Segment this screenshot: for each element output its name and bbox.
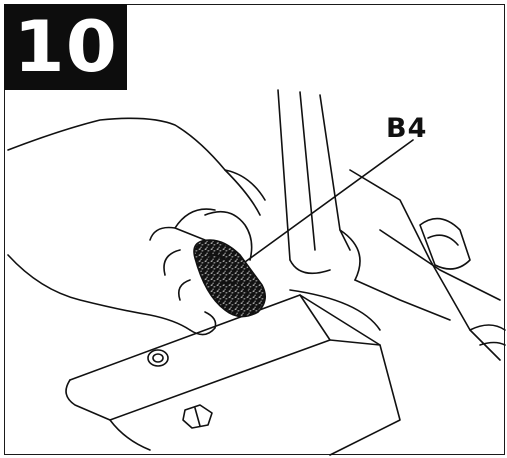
callout-leader-line [244, 139, 414, 263]
bolt-fittings [147, 349, 213, 429]
part-b4 [193, 239, 266, 318]
frame-bar [65, 289, 401, 456]
callout-label: B4 [386, 113, 428, 144]
step-number: 10 [13, 6, 118, 88]
hand [7, 117, 266, 336]
step-number-badge: 10 [4, 4, 127, 90]
side-knob [419, 217, 506, 346]
